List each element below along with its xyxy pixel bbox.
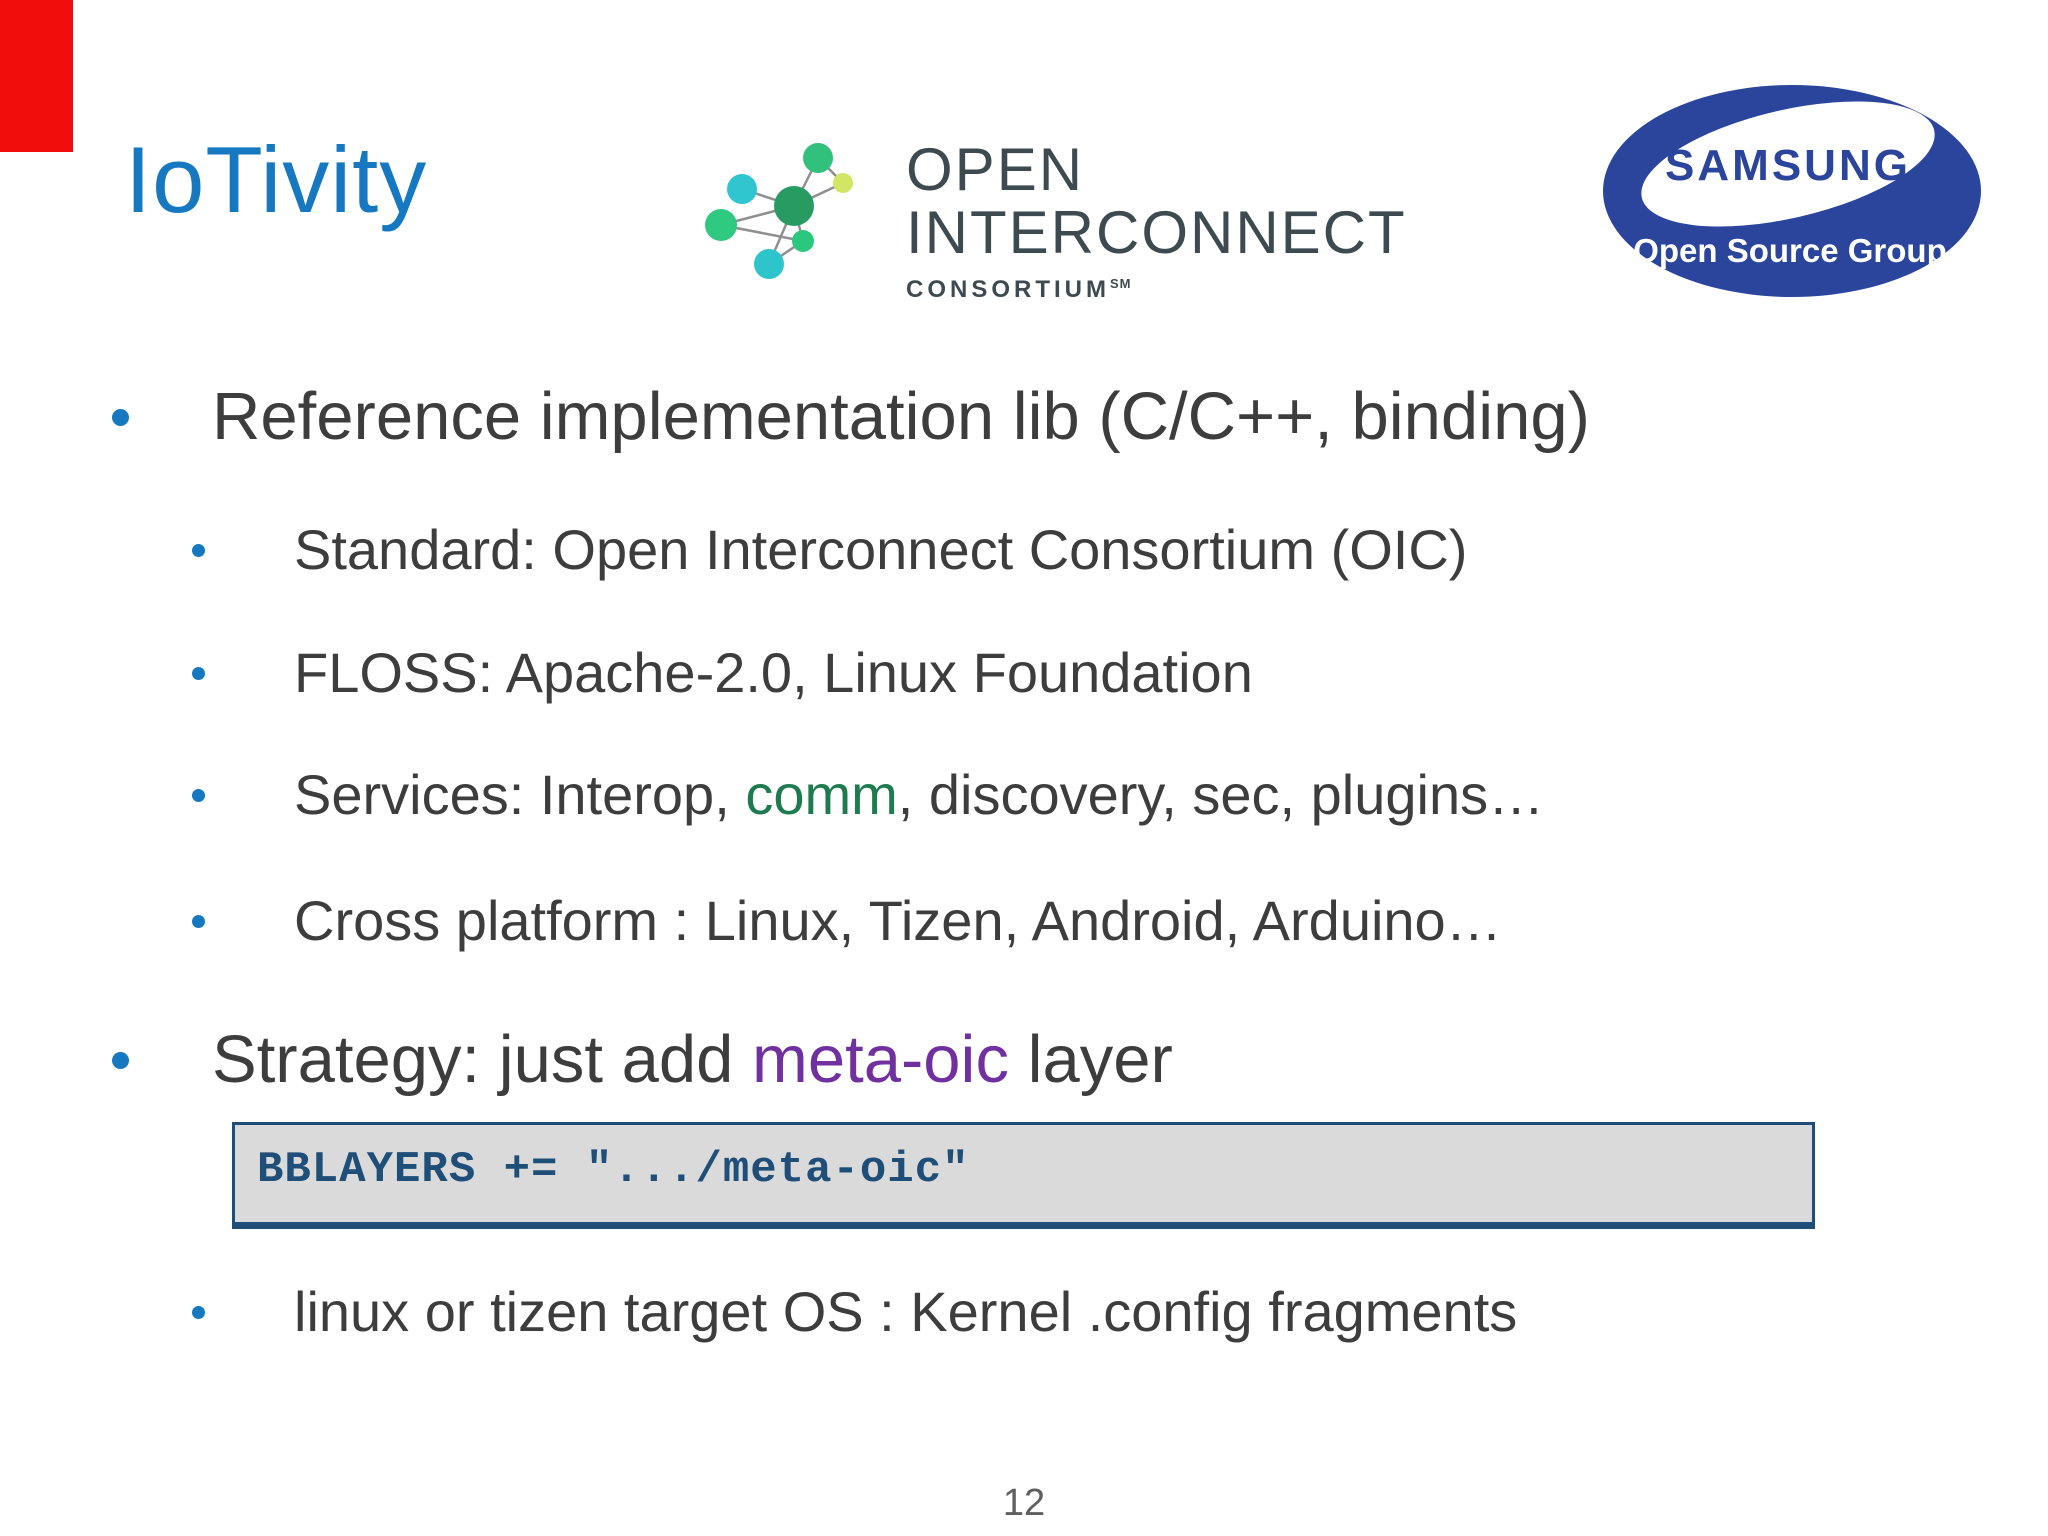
bullet-dot <box>112 1051 129 1069</box>
samsung-logo: SAMSUNG Open Source Group <box>1603 85 1981 297</box>
bullet-dot <box>192 543 205 557</box>
bullet-dot <box>192 788 205 802</box>
red-corner-block <box>0 0 73 152</box>
oic-logo-line2: INTERCONNECT <box>906 199 1407 266</box>
page-number: 12 <box>1002 1482 1046 1524</box>
bullet-text: linux or tizen target OS : Kernel .confi… <box>294 1280 1518 1343</box>
services-comm-highlight: comm <box>745 763 898 826</box>
oic-network-icon <box>705 143 853 279</box>
bullet-text: Services: Interop, comm, discovery, sec,… <box>294 756 1544 834</box>
oic-sm-mark: SM <box>1110 276 1132 291</box>
bullet-reference-implementation: Reference implementation lib (C/C++, bin… <box>112 370 1590 464</box>
bullet-text: Strategy: just add meta-oic layer <box>212 1013 1173 1107</box>
oic-logo-consortium: CONSORTIUMSM <box>906 276 1407 304</box>
oic-consortium-label: CONSORTIUM <box>906 276 1110 303</box>
strategy-prefix: Strategy: just add <box>212 1022 753 1097</box>
page-title: IoTivity <box>125 127 428 232</box>
bullet-dot <box>192 666 205 680</box>
bullet-kernel-config: linux or tizen target OS : Kernel .confi… <box>192 1273 1517 1351</box>
bullet-text: Cross platform : Linux, Tizen, Android, … <box>294 889 1502 952</box>
bullet-text: Standard: Open Interconnect Consortium (… <box>294 518 1468 581</box>
code-text: BBLAYERS += ".../meta-oic" <box>257 1144 970 1195</box>
bullet-cross-platform: Cross platform : Linux, Tizen, Android, … <box>192 882 1502 960</box>
bullet-services: Services: Interop, comm, discovery, sec,… <box>192 756 1544 834</box>
bullet-standard-oic: Standard: Open Interconnect Consortium (… <box>192 511 1467 589</box>
bullet-text: FLOSS: Apache-2.0, Linux Foundation <box>294 641 1253 704</box>
bullet-strategy: Strategy: just add meta-oic layer <box>112 1013 1173 1107</box>
bullet-dot <box>192 914 205 928</box>
bullet-text: Reference implementation lib (C/C++, bin… <box>212 379 1590 454</box>
strategy-suffix: layer <box>1008 1022 1173 1097</box>
samsung-brand-text: SAMSUNG <box>1665 141 1911 190</box>
bullet-dot <box>112 408 129 426</box>
code-box: BBLAYERS += ".../meta-oic" <box>232 1122 1815 1229</box>
oic-logo-line1: OPEN <box>906 136 1085 203</box>
services-suffix: , discovery, sec, plugins… <box>897 763 1545 826</box>
oic-logo-text: OPEN INTERCONNECT CONSORTIUMSM <box>906 138 1407 304</box>
strategy-meta-oic-highlight: meta-oic <box>752 1022 1009 1097</box>
services-prefix: Services: Interop, <box>294 763 746 826</box>
bullet-floss: FLOSS: Apache-2.0, Linux Foundation <box>192 634 1253 712</box>
samsung-subtitle-text: Open Source Group <box>1633 232 1947 269</box>
bullet-dot <box>192 1305 205 1319</box>
